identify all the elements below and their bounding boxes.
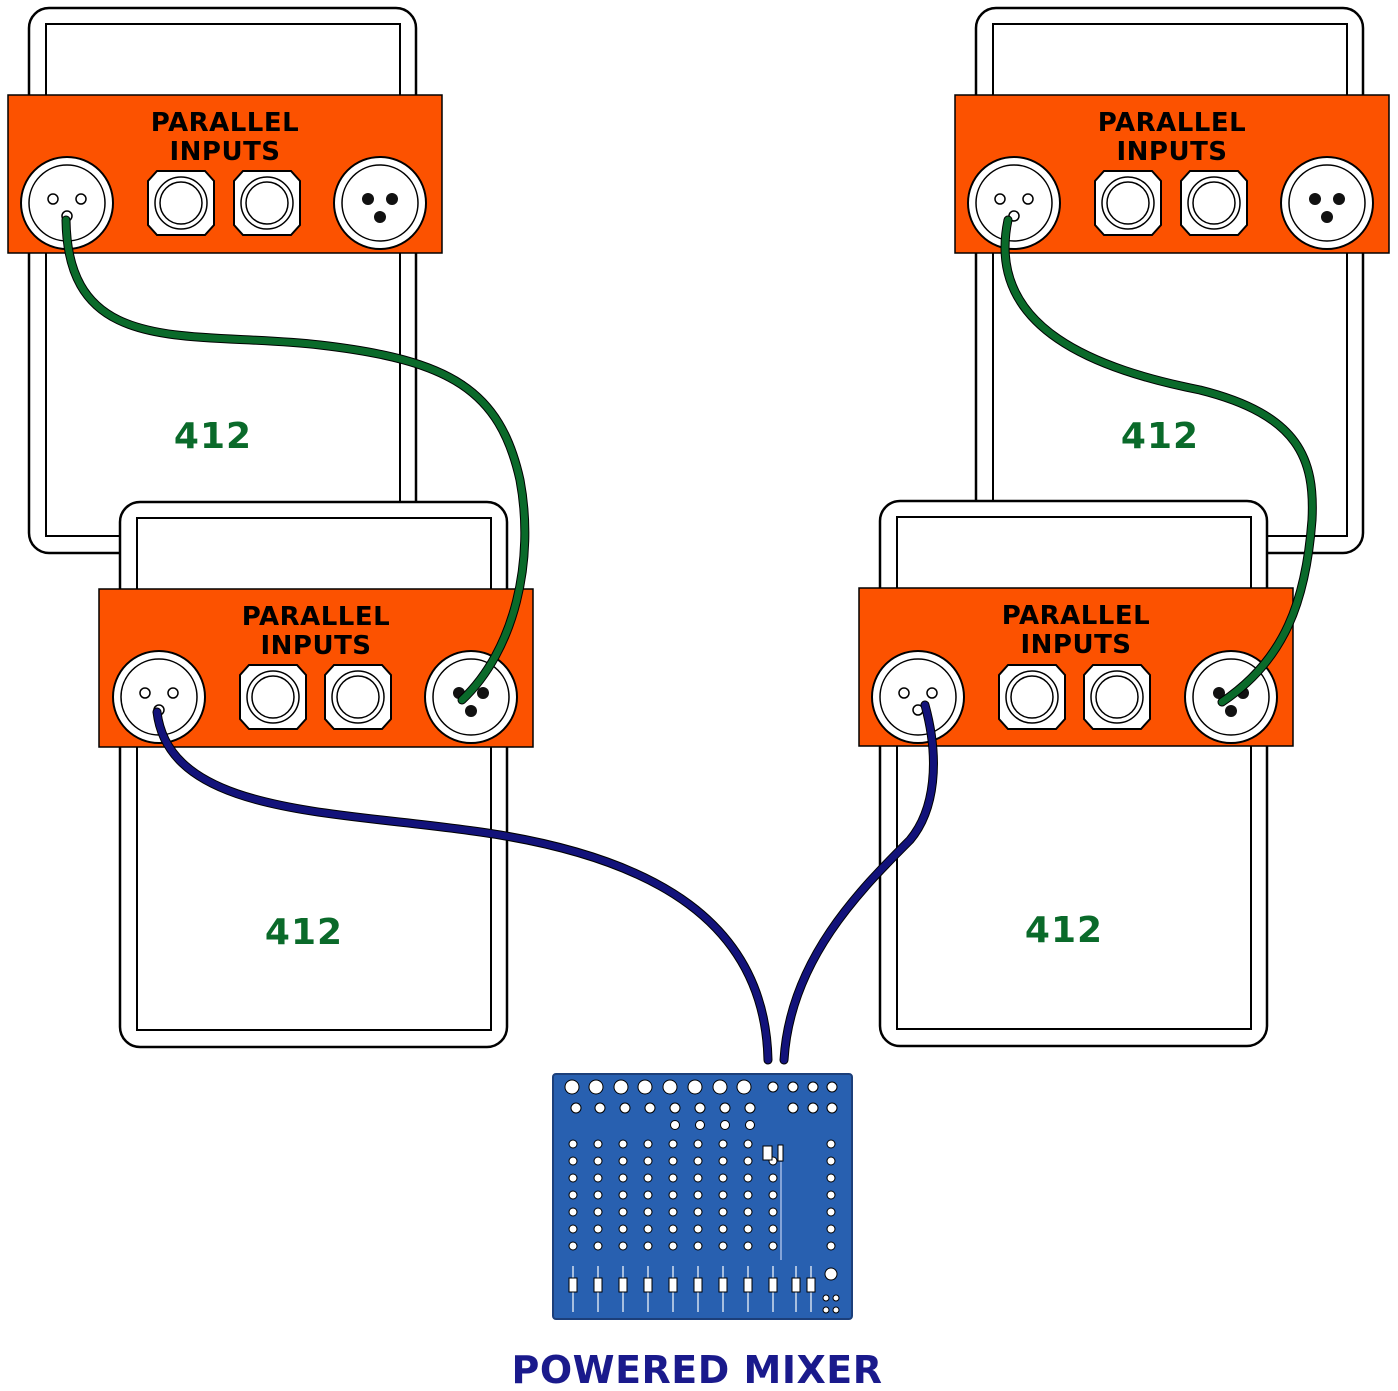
panel-title-line2: INPUTS [260,631,371,661]
cabinet-grille [896,516,1252,1030]
cabinet-body [878,499,1269,1048]
mixer-controls [564,1079,840,1314]
cabinet-label: 412 [1121,416,1199,457]
quarter-inch-jack[interactable] [233,170,301,236]
xlr-male-jack[interactable] [333,156,427,250]
input-panel: PARALLEL INPUTS [7,94,443,254]
xlr-female-jack[interactable] [871,650,965,744]
powered-mixer: POWERED MIXER [512,1073,883,1391]
panel-title-line1: PARALLEL [1002,601,1150,631]
mixer-console-icon[interactable] [552,1073,853,1320]
input-panel: PARALLEL INPUTS [858,587,1294,747]
input-panel: PARALLEL INPUTS [954,94,1390,254]
input-panel: PARALLEL INPUTS [98,588,534,748]
quarter-inch-jack[interactable] [1180,170,1248,236]
link-cable-right[interactable] [1001,216,1316,706]
xlr-male-jack[interactable] [1280,156,1374,250]
cabinet-top-right: 412 PARALLEL INPUTS [954,6,1390,555]
xlr-female-jack[interactable] [967,156,1061,250]
quarter-inch-jack[interactable] [239,664,307,730]
cabinet-body [27,6,418,555]
cables [61,215,1317,1065]
cabinet-body [118,500,509,1049]
quarter-inch-jack[interactable] [998,664,1066,730]
panel-title-line1: PARALLEL [151,108,299,138]
cabinet-top-left: 412 PARALLEL INPUTS [7,6,443,555]
panel-title-line1: PARALLEL [242,602,390,632]
cabinet-grille [136,517,492,1031]
panel-title-line2: INPUTS [169,137,280,167]
cabinet-bottom-right: 412 PARALLEL INPUTS [858,499,1294,1048]
quarter-inch-jack[interactable] [147,170,215,236]
panel-title-line1: PARALLEL [1098,108,1246,138]
xlr-female-jack[interactable] [112,650,206,744]
cabinet-label: 412 [1025,910,1103,951]
link-cable-left[interactable] [62,216,529,704]
xlr-female-jack[interactable] [20,156,114,250]
cabinet-label: 412 [174,416,252,457]
mixer-label: POWERED MIXER [512,1348,883,1391]
quarter-inch-jack[interactable] [1094,170,1162,236]
panel-title-line2: INPUTS [1020,630,1131,660]
mixer-cable-left[interactable] [153,708,772,1064]
quarter-inch-jack[interactable] [1083,664,1151,730]
cabinet-bottom-left: 412 PARALLEL INPUTS [98,500,534,1049]
quarter-inch-jack[interactable] [324,664,392,730]
mixer-cable-right[interactable] [780,701,937,1064]
cabinet-label: 412 [265,912,343,953]
panel-title-line2: INPUTS [1116,137,1227,167]
